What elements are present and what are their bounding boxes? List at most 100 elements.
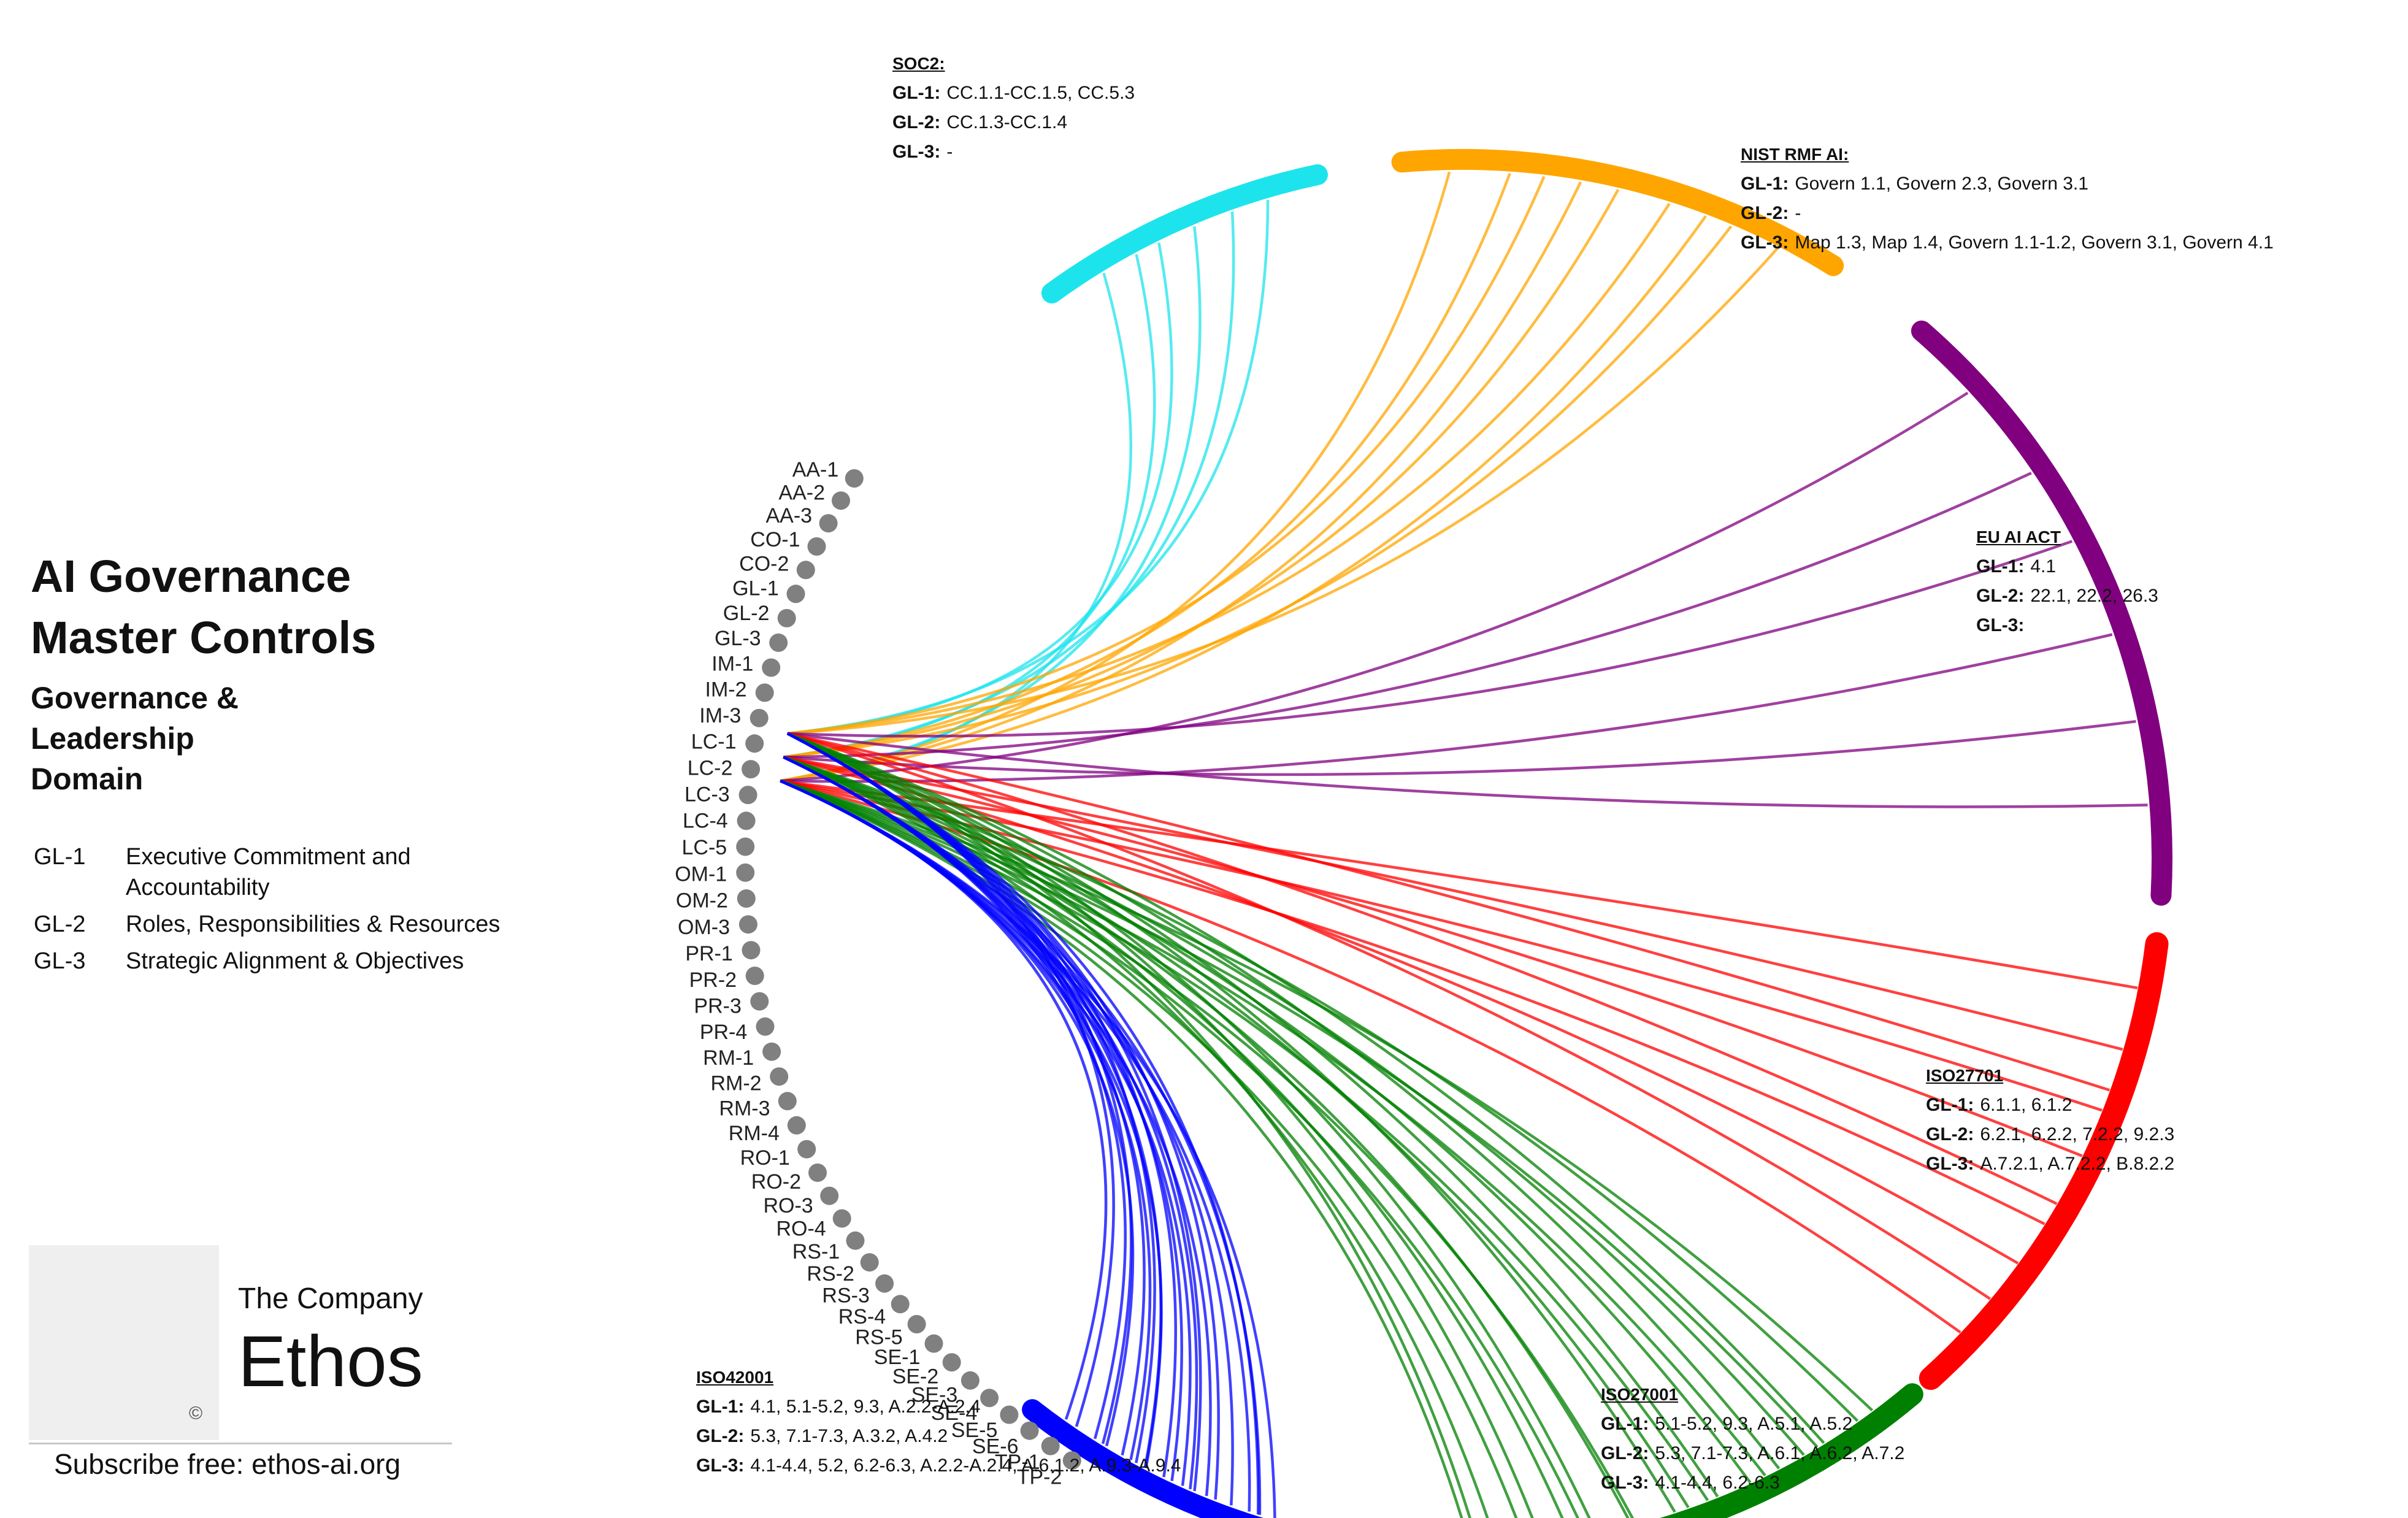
control-dot: [737, 811, 756, 830]
legend-row: GL-2 Roles, Responsibilities & Resources: [34, 909, 524, 940]
control-dot: [742, 941, 761, 960]
chord-euai: [783, 719, 2136, 776]
row-label: GL-2:: [696, 1426, 745, 1446]
control-dot: [819, 514, 838, 533]
row-label: GL-1:: [1926, 1095, 1974, 1115]
control-dot: [845, 469, 864, 488]
control-dot: [875, 1274, 894, 1293]
arc-euai: [1911, 320, 2172, 906]
chord-iso27001: [786, 732, 1719, 1498]
subscribe-link[interactable]: Subscribe free: ethos-ai.org: [54, 1448, 401, 1480]
control-dot: [778, 1092, 797, 1111]
row-value: 6.1.1, 6.1.2: [1980, 1095, 2072, 1115]
chord-nist: [780, 215, 1707, 783]
row-value: 22.1, 22.2, 26.3: [2030, 586, 2158, 606]
control-label: SE-3: [911, 1384, 958, 1407]
control-dot: [1020, 1421, 1039, 1440]
row-value: CC.1.3-CC.1.4: [946, 112, 1068, 132]
chord-iso27701: [787, 732, 2111, 1092]
chord-nist: [787, 176, 1546, 735]
control-dot: [769, 633, 788, 652]
company-name-big: Ethos: [238, 1321, 423, 1402]
control-label: PR-4: [700, 1021, 747, 1044]
framework-arcs: [1022, 149, 2172, 1518]
control-label: RO-2: [751, 1170, 801, 1194]
control-label: LC-1: [691, 730, 737, 754]
chord-iso27001: [783, 756, 1489, 1518]
control-dot: [891, 1295, 910, 1314]
row-value: 5.3, 7.1-7.3, A.3.2, A.4.2: [750, 1426, 948, 1446]
control-dot: [807, 537, 826, 556]
row-label: GL-3:: [1601, 1473, 1649, 1493]
legend-description: Strategic Alignment & Objectives: [126, 948, 464, 974]
framework-row: GL-3:A.7.2.1, A.7.2.2, B.8.2.2: [1926, 1149, 2174, 1179]
legend-code: GL-1: [34, 844, 86, 870]
chord-iso27001: [786, 732, 1676, 1513]
control-dot: [745, 967, 764, 985]
control-label: OM-1: [675, 862, 727, 886]
control-dot: [796, 561, 815, 580]
framework-eu-ai-act: EU AI ACT GL-1:4.1 GL-2:22.1, 22.2, 26.3…: [1976, 523, 2158, 640]
chord-euai: [783, 472, 2032, 759]
chord-nist: [783, 225, 1733, 759]
company-name-small: The Company: [238, 1282, 423, 1315]
control-label: PR-3: [694, 995, 741, 1018]
legend-description: Executive Commitment and Accountability: [126, 844, 411, 900]
row-label: GL-3:: [1926, 1154, 1974, 1174]
control-label: RM-4: [729, 1122, 780, 1145]
control-dot: [737, 889, 756, 908]
control-label: IM-2: [705, 678, 747, 702]
chord-iso27701: [780, 779, 2138, 990]
framework-iso42001: ISO42001 GL-1:4.1, 5.1-5.2, 9.3, A.2.2-A…: [696, 1363, 1181, 1481]
framework-row: GL-2:5.3, 7.1-7.3, A.6.1, A.6.2, A.7.2: [1601, 1439, 1904, 1468]
control-label: CO-2: [739, 552, 789, 575]
chord-nist: [780, 171, 1451, 783]
row-label: GL-3:: [1741, 232, 1789, 253]
control-label: RO-3: [763, 1194, 813, 1217]
control-label: LC-5: [681, 836, 727, 859]
control-label: OM-2: [676, 889, 728, 913]
row-value: 5.3, 7.1-7.3, A.6.1, A.6.2, A.7.2: [1655, 1443, 1905, 1463]
framework-soc2: SOC2: GL-1:CC.1.1-CC.1.5, CC.5.3 GL-2:CC…: [892, 49, 1135, 167]
row-value: 4.1: [2030, 556, 2057, 577]
control-dot: [1041, 1436, 1060, 1455]
control-label: CO-1: [750, 528, 800, 551]
control-dot: [1062, 1451, 1081, 1470]
arc-iso42001: [1022, 1399, 1264, 1518]
row-value: CC.1.1-CC.1.5, CC.5.3: [946, 83, 1135, 103]
chord-links: [780, 171, 2148, 1518]
chord-nist: [783, 172, 1511, 759]
row-label: GL-2:: [1976, 586, 2025, 606]
control-dot: [797, 1140, 816, 1159]
control-dot: [787, 1116, 806, 1135]
chord-euai: [780, 391, 1969, 783]
control-dot: [756, 1017, 775, 1036]
control-label: TP-1: [995, 1451, 1040, 1474]
control-dots: [736, 469, 1081, 1470]
control-dot: [742, 760, 761, 779]
copyright-mark: ©: [189, 1403, 203, 1424]
row-label: GL-3:: [696, 1455, 745, 1476]
control-dot: [808, 1163, 827, 1182]
chord-iso27001: [786, 732, 1781, 1470]
logo-background: [29, 1245, 219, 1440]
row-label: GL-2:: [892, 112, 941, 132]
framework-row: GL-1:Govern 1.1, Govern 2.3, Govern 3.1: [1741, 169, 2274, 199]
framework-row: GL-2:5.3, 7.1-7.3, A.3.2, A.4.2: [696, 1422, 1181, 1451]
legend-code: GL-2: [34, 911, 86, 937]
framework-row: GL-1:CC.1.1-CC.1.5, CC.5.3: [892, 79, 1135, 108]
control-dot: [750, 708, 769, 727]
row-label: GL-1:: [1976, 556, 2025, 577]
control-dot: [755, 683, 774, 702]
chord-iso27001: [783, 756, 1690, 1509]
framework-row: GL-1:4.1: [1976, 552, 2158, 581]
control-label: SE-4: [931, 1401, 978, 1425]
framework-row: GL-3:-: [892, 137, 1135, 167]
chord-soc2: [787, 200, 1270, 735]
legend-code: GL-3: [34, 948, 86, 974]
control-label: GL-2: [723, 602, 770, 625]
control-label: IM-1: [711, 653, 753, 676]
legend-row: GL-3 Strategic Alignment & Objectives: [34, 946, 524, 976]
control-dot: [762, 658, 781, 677]
framework-row: GL-2:6.2.1, 6.2.2, 7.2.2, 9.2.3: [1926, 1120, 2174, 1149]
